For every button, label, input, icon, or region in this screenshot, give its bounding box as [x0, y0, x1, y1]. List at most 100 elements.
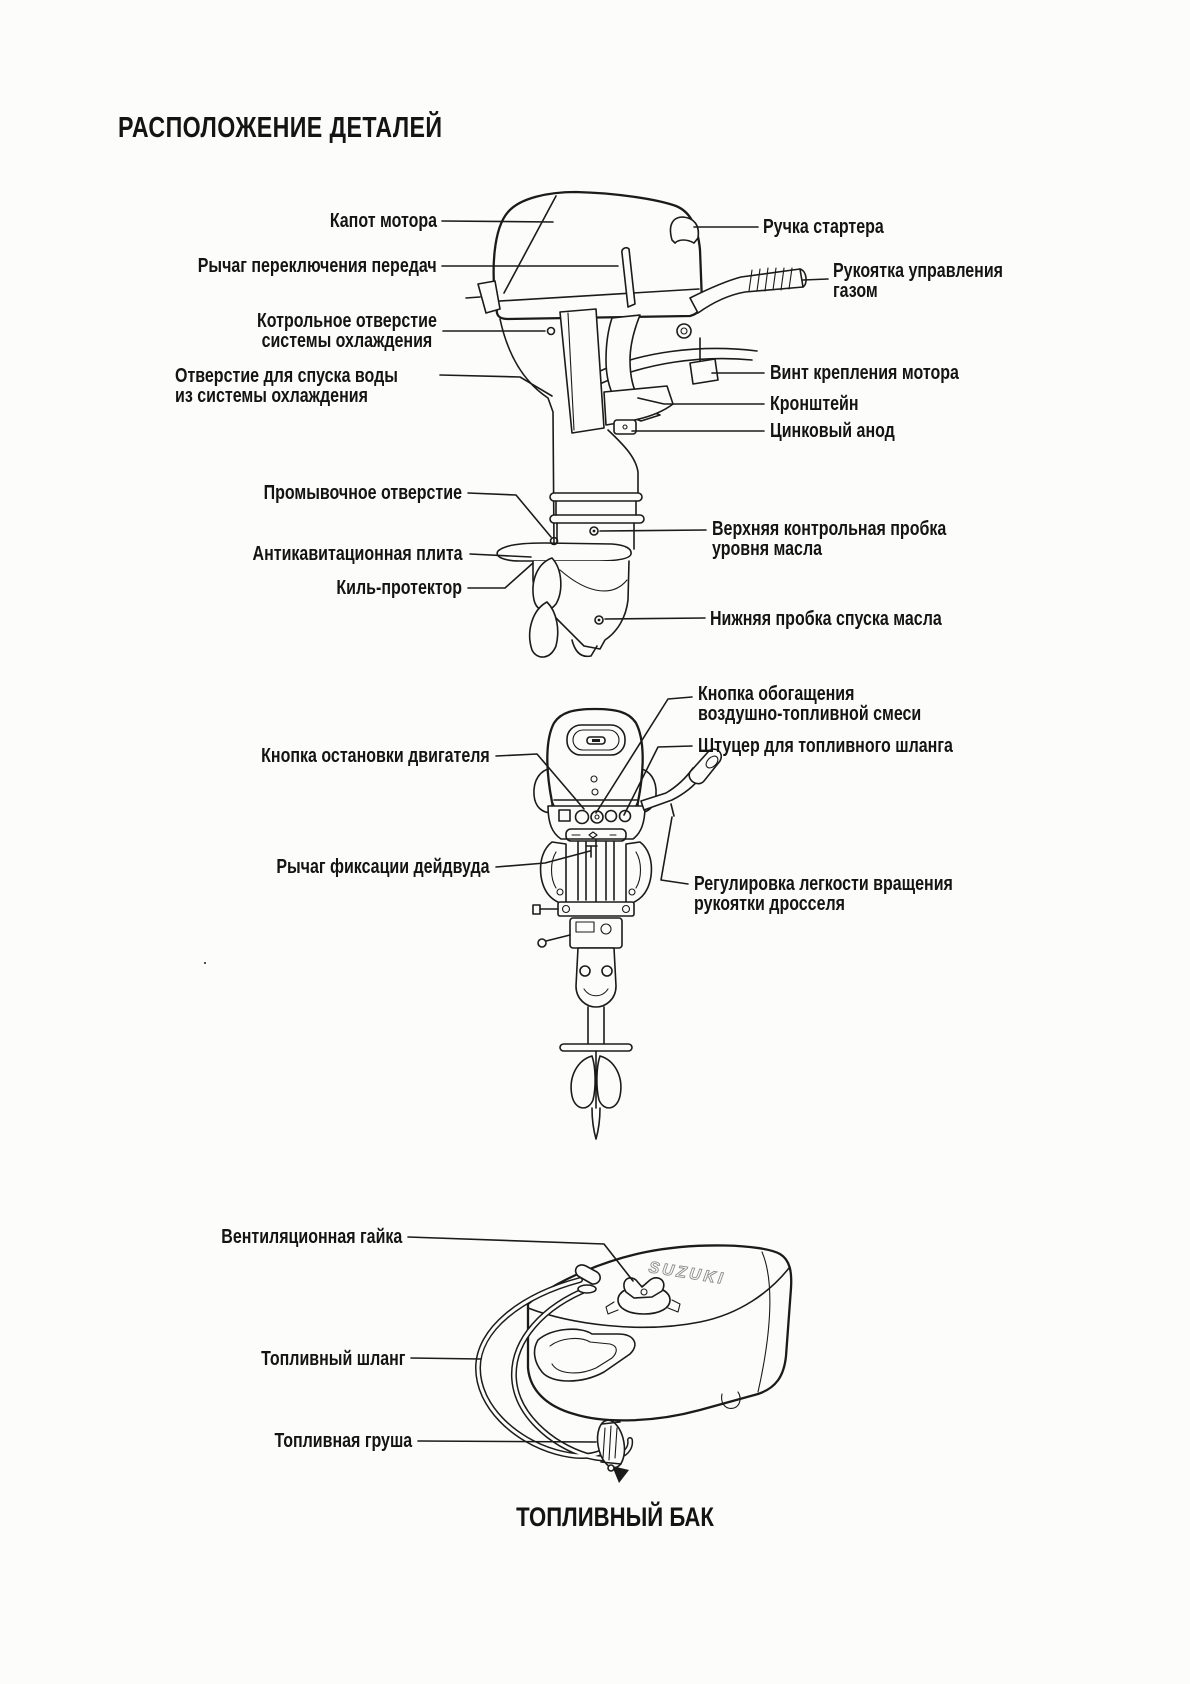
callout-line-verkhnyaya-probka — [599, 529, 707, 532]
label-antikavitatsionnaya: Антикавитационная плита — [252, 543, 463, 565]
callout-line-grusha — [417, 1440, 597, 1443]
primer-bulb-collars — [600, 1421, 622, 1465]
aux-knob — [618, 809, 632, 823]
fuel-fitting-knob — [604, 809, 618, 823]
skeg — [571, 639, 598, 658]
bracket-pivot-center — [680, 327, 688, 335]
label-shtutser: Штуцер для топливного шланга — [698, 735, 953, 757]
anti-cav-plate-rear — [559, 1043, 633, 1052]
label-ventilyatsionnaya-gaika: Вентиляционная гайка — [220, 1226, 402, 1248]
label-knopka-obogashcheniya: Кнопка обогащения воздушно-топливной сме… — [698, 683, 922, 725]
shift-rod — [621, 246, 636, 308]
page-title: РАСПОЛОЖЕНИЕ ДЕТАЛЕЙ — [118, 112, 443, 144]
choke-knob — [574, 809, 590, 825]
scan-speck — [204, 962, 206, 964]
label-vint-krepleniya: Винт крепления мотора — [770, 362, 959, 384]
figure-motor-rear-view — [532, 707, 722, 1140]
bracket-lower-arm — [603, 385, 674, 426]
tiller-grip-rear — [688, 748, 722, 785]
label-toplivnaya-grusha: Топливная груша — [274, 1430, 412, 1452]
figure-fuel-tank: SUZUKI — [204, 962, 793, 1483]
clamp-screw-handle — [689, 358, 719, 385]
primer-bulb-ribs — [602, 1425, 618, 1461]
vent-nut-center — [640, 1288, 648, 1296]
callout-line-ostanovki — [495, 753, 585, 810]
callout-line-regulirovka — [660, 816, 689, 885]
engine-cowl — [492, 190, 704, 321]
bulb-outlet-ring — [607, 1464, 615, 1472]
hole-marker-nizhnyaya-dot — [597, 618, 601, 622]
label-regulirovka: Регулировка легкости вращения рукоятки д… — [694, 873, 953, 915]
transom-plate-line — [567, 312, 575, 431]
fuel-tank-caption: ТОПЛИВНЫЙ БАК — [516, 1502, 714, 1532]
bracket-pivot — [676, 323, 692, 339]
grip-end — [799, 268, 807, 288]
cowl-vent-dot-lower — [591, 788, 599, 796]
callout-line-obogashcheniya — [595, 696, 693, 814]
anode-bolt — [622, 424, 628, 430]
prop-blade-right — [596, 1055, 622, 1109]
label-otverstie-spuska: Отверстие для спуска воды из системы охл… — [175, 365, 398, 407]
shaft-band-upper — [549, 492, 643, 502]
callout-line-otverstie-spuska — [439, 374, 553, 397]
shaft-band-lower — [549, 514, 645, 524]
prop-blade-left — [570, 1055, 596, 1109]
callout-lines — [407, 220, 829, 1443]
hole-marker-verkhnyaya — [589, 526, 599, 536]
throttle-friction-pin — [670, 803, 675, 817]
transom-plate — [559, 308, 605, 434]
sub-panel-glyphs — [571, 831, 617, 839]
cap-lugs — [605, 1299, 681, 1315]
tank-handle-inner — [549, 1337, 617, 1374]
cowl-seam-lower — [483, 288, 700, 303]
callout-line-fiksatsii — [495, 850, 591, 868]
gear-shift-pin — [465, 296, 481, 299]
callout-line-gaika — [407, 1236, 634, 1282]
shaft-walls — [555, 500, 637, 550]
clamp-block-window — [575, 921, 595, 933]
gear-shift-lever — [477, 280, 501, 314]
hose-connector-flange — [577, 1284, 597, 1294]
tank-handle — [533, 1328, 636, 1382]
swivel-housing — [575, 947, 617, 1008]
hole-marker-nizhnyaya — [594, 615, 604, 625]
swivel-dome — [583, 988, 609, 997]
label-rychag-peredach: Рычаг переключения передач — [198, 255, 437, 277]
vent-wing-nut — [623, 1276, 665, 1299]
anti-cavitation-plate — [496, 542, 632, 562]
midsection-rear-edge — [607, 429, 639, 494]
carry-handle-recess — [566, 724, 626, 756]
cowl-vent-dot-upper — [590, 775, 598, 783]
clamp-wing-curls — [550, 851, 642, 889]
hole-marker-promyvochnoe — [549, 536, 559, 546]
wing-bolt-right — [628, 888, 636, 896]
tank-foot — [721, 1391, 741, 1409]
panel-switch — [558, 809, 571, 822]
beam-stub-cap — [532, 904, 541, 915]
label-nizhnyaya-probka: Нижняя пробка спуска масла — [710, 608, 942, 630]
callout-line-kronshtein — [637, 397, 765, 405]
callout-line-antikavitatsionnaya — [469, 553, 532, 558]
label-rychag-fiksatsii: Рычаг фиксации дейдвуда — [276, 856, 490, 878]
swivel-hole-right — [601, 965, 613, 977]
label-kontrolnoe-otverstie: Котрольное отверстие системы охлаждения — [257, 310, 437, 352]
clamp-screw-rear — [545, 934, 571, 942]
label-kil-protektor: Киль-протектор — [336, 577, 462, 599]
carry-handle-latch — [592, 739, 600, 742]
zinc-anode — [613, 419, 637, 435]
callout-line-shlang — [410, 1357, 482, 1360]
hole-marker-kontrolnoe — [546, 326, 556, 336]
hole-marker-verkhnyaya-dot — [592, 529, 596, 533]
label-knopka-ostanovki: Кнопка остановки двигателя — [261, 745, 490, 767]
starter-handle — [669, 216, 700, 244]
figure-motor-side-view — [465, 190, 807, 658]
label-promyvochnoe: Промывочное отверстие — [263, 482, 462, 504]
tilt-lock-lever — [585, 845, 598, 858]
hose-connector — [574, 1264, 601, 1285]
tank-top-edge — [527, 1267, 790, 1329]
tiller-grip-end — [705, 755, 719, 769]
bulb-outlet-nipple — [612, 1466, 629, 1483]
steering-rods — [577, 839, 615, 903]
tiller-arm — [689, 268, 804, 314]
